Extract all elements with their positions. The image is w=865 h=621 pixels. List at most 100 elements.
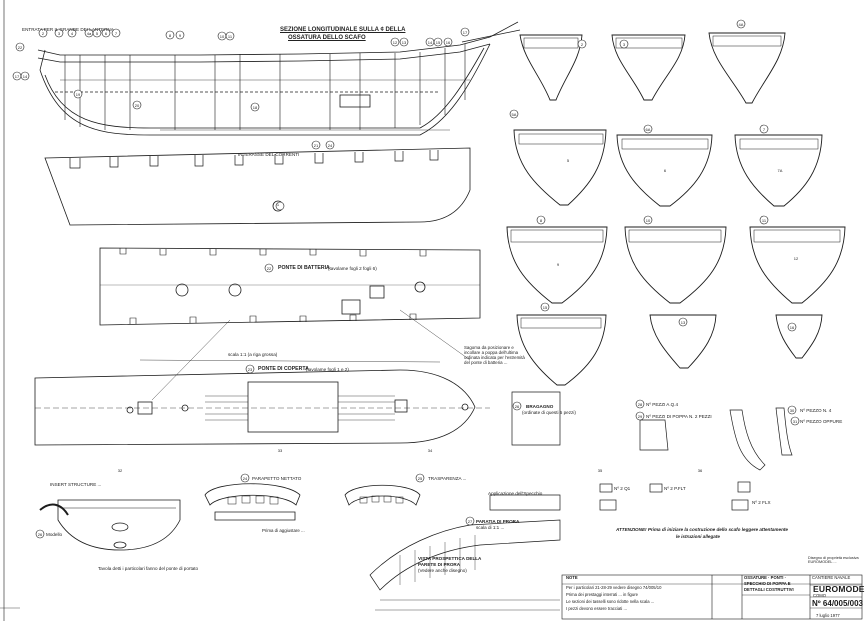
piece-sub: scala di 1:1 ... xyxy=(476,525,505,530)
part-number: 29 xyxy=(637,413,643,419)
frame-number: 20 xyxy=(134,102,140,108)
note-1: Per i particolari 21-28-29 vedere disegn… xyxy=(566,585,662,590)
section-number: 11 xyxy=(761,217,767,223)
frame-number-bubbles xyxy=(12,19,800,539)
cut-b: Nº PEZZI DI POPPA N. 2 PEZZI xyxy=(646,414,712,419)
keel-label: ENTRATA PER IL GRANDE DEI LANTERNA xyxy=(22,27,114,32)
title-line-2: SPECCHIO DI POPPA E xyxy=(744,581,791,586)
part-number: 22 xyxy=(266,265,272,271)
transom-label-2: TRASPARENZA ... xyxy=(428,476,467,481)
section-number: 6A xyxy=(645,126,651,132)
brand-logo: EUROMODEL xyxy=(813,584,865,594)
section-number: 7A xyxy=(777,167,783,173)
frame-number: 13 xyxy=(401,39,407,45)
attention-line-2: le istruzioni allegate xyxy=(676,534,720,539)
title-block xyxy=(561,574,863,620)
deck1-sub: (tavolame fogli 2 fogli 6) xyxy=(328,266,377,271)
section-number: 13 xyxy=(680,319,686,325)
frame-number: 5 xyxy=(95,30,99,36)
frame-number: 11 xyxy=(227,33,233,39)
cut-c: Nº PEZZO N. 4 xyxy=(800,408,832,413)
note-4: I pezzi devono essere tracciati ... xyxy=(566,606,627,611)
part-number: 1 xyxy=(276,201,280,207)
section-number: 7 xyxy=(762,126,766,132)
notes-title: NOTE xyxy=(566,575,578,580)
part-number: 25 xyxy=(417,475,423,481)
galleria-label: INSERT STRUCTURE ... xyxy=(50,482,102,487)
brand-sub: COMO xyxy=(813,593,827,598)
keel-line-label: INTERASSE DEL CORRENTI xyxy=(238,152,300,157)
small-piece-3: Nº 2 FLX xyxy=(752,500,771,505)
keel-profile xyxy=(44,147,471,226)
section-number: 2 xyxy=(580,41,584,47)
frame-number: 24 xyxy=(327,142,333,148)
frame-number: 10 xyxy=(219,33,225,39)
view-label-2: PARETE DI PRORA xyxy=(418,562,461,567)
section-number: 8 xyxy=(539,217,543,223)
deck-detail-note: Tavola detti i particolari fanno del pon… xyxy=(98,566,199,571)
frame-number: 7 xyxy=(114,30,118,36)
frame-number: 16 xyxy=(445,39,451,45)
date-label: 7 luglio 1977 xyxy=(816,613,840,618)
section-number: 5 xyxy=(566,157,570,163)
frame-number: 22 xyxy=(17,44,23,50)
transom-label: PARAPETTO NETTATO xyxy=(252,476,302,481)
frame-number: 3 xyxy=(57,30,61,36)
small-parts xyxy=(489,391,793,511)
small-piece-2: Nº 2 P.FLT xyxy=(664,486,686,491)
frame-number: 17 xyxy=(14,73,20,79)
bracket-label: BRAGAGNO xyxy=(526,404,554,409)
cut-d: Nº PEZZO OPPURE xyxy=(800,419,843,424)
section-subtitle: OSSATURA DELLO SCAFO xyxy=(288,35,366,41)
part-number: 26 xyxy=(514,403,520,409)
frame-number: 12 xyxy=(392,39,398,45)
battery-deck xyxy=(99,247,481,326)
section-number: 15 xyxy=(542,304,548,310)
bracket-sub: (ordinate di questi 5 pezzi) xyxy=(522,410,576,415)
frame-number: 19 xyxy=(75,91,81,97)
part-number: 24 xyxy=(242,475,248,481)
section-number: 10 xyxy=(645,217,651,223)
frame-number: 21 xyxy=(313,142,319,148)
drawing-number: Nº 64/005/003 xyxy=(812,599,863,608)
frame-sections xyxy=(506,32,846,386)
section-number: 6 xyxy=(663,167,667,173)
copyright-note: Disegno di proprietà esclusiva EUROMODEL… xyxy=(808,556,859,565)
frame-number: 9 xyxy=(178,32,182,38)
note-2: Prima dei prestaggi interrati ... in fig… xyxy=(566,592,638,597)
deck2-sub: (tavolame fogli 1 e 2) xyxy=(306,367,349,372)
small-piece-1: Nº 2 Q1 xyxy=(614,486,631,491)
cut-a: Nº PEZZI A.Q.4 xyxy=(646,402,679,407)
deck1-label: PONTE DI BATTERIA xyxy=(278,265,330,271)
transom-note: Prima di aggiustare ... xyxy=(262,528,305,533)
frame-number: 18 xyxy=(252,104,258,110)
part-number: 35 xyxy=(597,467,603,473)
title-main: OSSATURE · PONTI · xyxy=(744,575,787,580)
stern-note: Sagoma da posizionare e incollare a popp… xyxy=(464,345,525,365)
frame-number: 14 xyxy=(22,73,28,79)
part-number: 32 xyxy=(117,467,123,473)
part-number: 30 xyxy=(789,407,795,413)
deck1-scale: scala 1:1 (a riga grossa) xyxy=(228,352,278,357)
frame-number: 14 xyxy=(427,39,433,45)
part-number: 28 xyxy=(637,401,643,407)
note-3: Le sezioni dei tasselli sono ridotte nel… xyxy=(566,599,655,604)
attention-line-1: ATTENZIONE! Prima di iniziare la costruz… xyxy=(616,527,788,532)
frame-number: 4 xyxy=(70,30,74,36)
frame-number: 26 xyxy=(37,531,43,537)
stamp: CANTIERE NAVALE xyxy=(812,575,851,580)
view-label-3: (Vedere anche disegno) xyxy=(418,568,467,573)
part-number: 27 xyxy=(467,518,473,524)
frame-number: 6 xyxy=(104,30,108,36)
longitudinal-section xyxy=(37,21,521,136)
stern-details xyxy=(39,483,421,551)
perspective-view xyxy=(369,519,561,611)
frame-number: 8 xyxy=(168,32,172,38)
section-number: 5A xyxy=(511,111,517,117)
section-number: 3 xyxy=(622,41,626,47)
part-number: 34 xyxy=(427,447,433,453)
part-number: 23 xyxy=(247,366,253,372)
bracket-note: Applicazione dell'Specchio xyxy=(488,491,543,496)
section-title: SEZIONE LONGITUDINALE SULLA ¢ DELLA xyxy=(280,27,406,33)
